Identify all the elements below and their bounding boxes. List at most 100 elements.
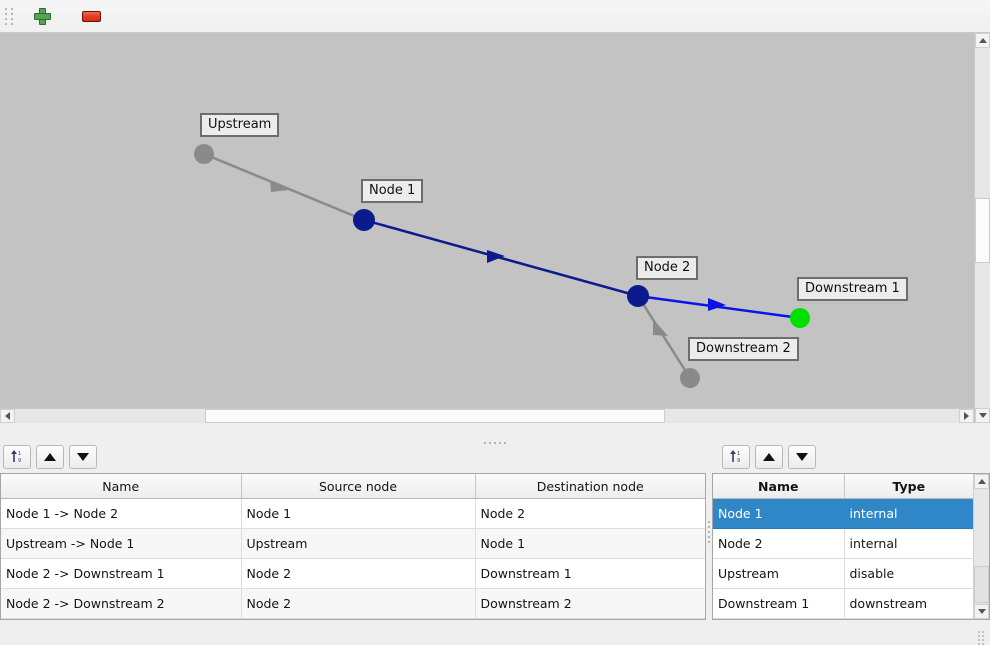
links-cell-destination: Node 2: [475, 498, 705, 529]
table-row[interactable]: Node 2 internal: [713, 528, 973, 559]
triangle-up-icon: [763, 452, 775, 461]
vscroll-up-arrow[interactable]: [975, 33, 990, 48]
node-label-downstream2[interactable]: Downstream 2: [688, 337, 799, 361]
nodes-table-empty-row: [713, 618, 973, 619]
nodes-move-down-button[interactable]: [788, 444, 816, 469]
canvas-vscrollbar[interactable]: [974, 33, 990, 423]
chevron-right-icon: [964, 412, 969, 420]
links-table-empty-row: [1, 618, 705, 619]
nodes-toolbar: 1 9: [712, 443, 990, 470]
horizontal-splitter[interactable]: [0, 438, 990, 447]
graph-node-downstream1[interactable]: [790, 308, 810, 328]
nodes-cell-name: Node 2: [713, 528, 845, 559]
links-cell-name: Node 2 -> Downstream 1: [1, 558, 242, 589]
links-col-destination[interactable]: Destination node: [475, 474, 705, 499]
chevron-left-icon: [5, 412, 10, 420]
links-move-down-button[interactable]: [69, 444, 97, 469]
links-cell-name: Upstream -> Node 1: [1, 528, 242, 559]
window-resize-grip[interactable]: [978, 631, 988, 645]
svg-text:9: 9: [18, 458, 21, 464]
add-button[interactable]: [26, 2, 58, 30]
links-table-container[interactable]: Name Source node Destination node Node 1…: [0, 473, 706, 620]
links-cell-name: Node 2 -> Downstream 2: [1, 588, 242, 619]
hscroll-right-arrow[interactable]: [959, 409, 974, 423]
graph-node-node1[interactable]: [353, 209, 375, 231]
nodes-scroll-down-arrow[interactable]: [974, 604, 989, 619]
nodes-cell-name: Node 1: [713, 498, 845, 529]
vscrollbar-thumb[interactable]: [975, 198, 990, 263]
nodes-table-vscrollbar[interactable]: [973, 474, 989, 619]
edge-node1-node2[interactable]: [363, 218, 639, 298]
nodes-pane: 1 9 Name Type: [712, 443, 990, 620]
links-col-name[interactable]: Name: [1, 474, 242, 499]
chevron-down-icon: [977, 609, 986, 614]
svg-text:1: 1: [18, 451, 21, 457]
minus-icon: [81, 10, 101, 22]
vertical-splitter[interactable]: [706, 473, 712, 590]
links-cell-destination: Node 1: [475, 528, 705, 559]
nodes-cell-type: internal: [844, 528, 973, 559]
node-label-node2[interactable]: Node 2: [636, 256, 699, 280]
nodes-cell-type: internal: [844, 498, 973, 529]
svg-text:1: 1: [737, 451, 740, 457]
nodes-table-container[interactable]: Name Type Node 1 internal Node 2 interna…: [712, 473, 990, 620]
nodes-move-up-button[interactable]: [755, 444, 783, 469]
graph-node-node2[interactable]: [627, 285, 649, 307]
nodes-col-type[interactable]: Type: [844, 474, 973, 499]
svg-text:9: 9: [737, 458, 740, 464]
links-cell-name: Node 1 -> Node 2: [1, 498, 242, 529]
table-row[interactable]: Downstream 1 downstream: [713, 588, 973, 619]
edge-node2-downstream1[interactable]: [637, 294, 801, 320]
vscroll-down-arrow[interactable]: [975, 408, 990, 423]
links-col-source[interactable]: Source node: [241, 474, 476, 499]
graph-node-downstream2[interactable]: [680, 368, 700, 388]
table-row[interactable]: Upstream -> Node 1 Upstream Node 1: [1, 528, 705, 559]
table-row[interactable]: Node 2 -> Downstream 2 Node 2 Downstream…: [1, 588, 705, 619]
table-row[interactable]: Node 1 -> Node 2 Node 1 Node 2: [1, 498, 705, 529]
nodes-sort-button[interactable]: 1 9: [722, 444, 750, 469]
links-cell-destination: Downstream 2: [475, 588, 705, 619]
nodes-table: Name Type Node 1 internal Node 2 interna…: [713, 474, 973, 619]
nodes-cell-name: Upstream: [713, 558, 845, 589]
edge-node2-downstream2[interactable]: [636, 295, 692, 379]
hscrollbar-thumb[interactable]: [205, 409, 665, 423]
nodes-table-header-row: Name Type: [713, 474, 973, 499]
splitter-grip-icon: [484, 441, 506, 444]
links-toolbar: 1 9: [0, 443, 706, 470]
graph-svg: [194, 144, 810, 388]
graph-node-upstream[interactable]: [194, 144, 214, 164]
nodes-scroll-up-arrow[interactable]: [974, 474, 989, 489]
table-row[interactable]: Upstream disable: [713, 558, 973, 589]
links-move-up-button[interactable]: [36, 444, 64, 469]
chevron-up-icon: [978, 38, 987, 43]
links-cell-source: Node 2: [241, 588, 476, 619]
toolbar-drag-handle[interactable]: [4, 5, 14, 27]
chevron-down-icon: [978, 413, 987, 418]
node-label-downstream1[interactable]: Downstream 1: [797, 277, 908, 301]
graph-canvas-area: Upstream Node 1 Node 2 Downstream 1 Down…: [0, 33, 990, 438]
status-bar: [0, 621, 990, 645]
node-label-upstream[interactable]: Upstream: [200, 113, 280, 137]
triangle-down-icon: [77, 452, 89, 461]
links-cell-destination: Downstream 1: [475, 558, 705, 589]
edge-upstream-node1[interactable]: [203, 152, 365, 222]
canvas-hscrollbar[interactable]: [0, 408, 974, 423]
sort-icon: 1 9: [11, 450, 21, 464]
nodes-scrollbar-thumb[interactable]: [974, 566, 989, 603]
plus-icon: [33, 7, 51, 25]
links-cell-source: Node 1: [241, 498, 476, 529]
hscroll-left-arrow[interactable]: [0, 409, 15, 423]
splitter-grip-vertical-icon: [708, 520, 710, 543]
links-table: Name Source node Destination node Node 1…: [1, 474, 705, 619]
links-cell-source: Node 2: [241, 558, 476, 589]
links-sort-button[interactable]: 1 9: [3, 444, 31, 469]
links-pane: 1 9 Name Source node Destination node: [0, 443, 706, 620]
chevron-up-icon: [977, 479, 986, 484]
table-row[interactable]: Node 2 -> Downstream 1 Node 2 Downstream…: [1, 558, 705, 589]
graph-canvas[interactable]: Upstream Node 1 Node 2 Downstream 1 Down…: [0, 33, 975, 423]
nodes-col-name[interactable]: Name: [713, 474, 845, 499]
table-row[interactable]: Node 1 internal: [713, 498, 973, 529]
remove-button[interactable]: [75, 2, 107, 30]
main-toolbar: [0, 0, 990, 33]
node-label-node1[interactable]: Node 1: [361, 179, 424, 203]
